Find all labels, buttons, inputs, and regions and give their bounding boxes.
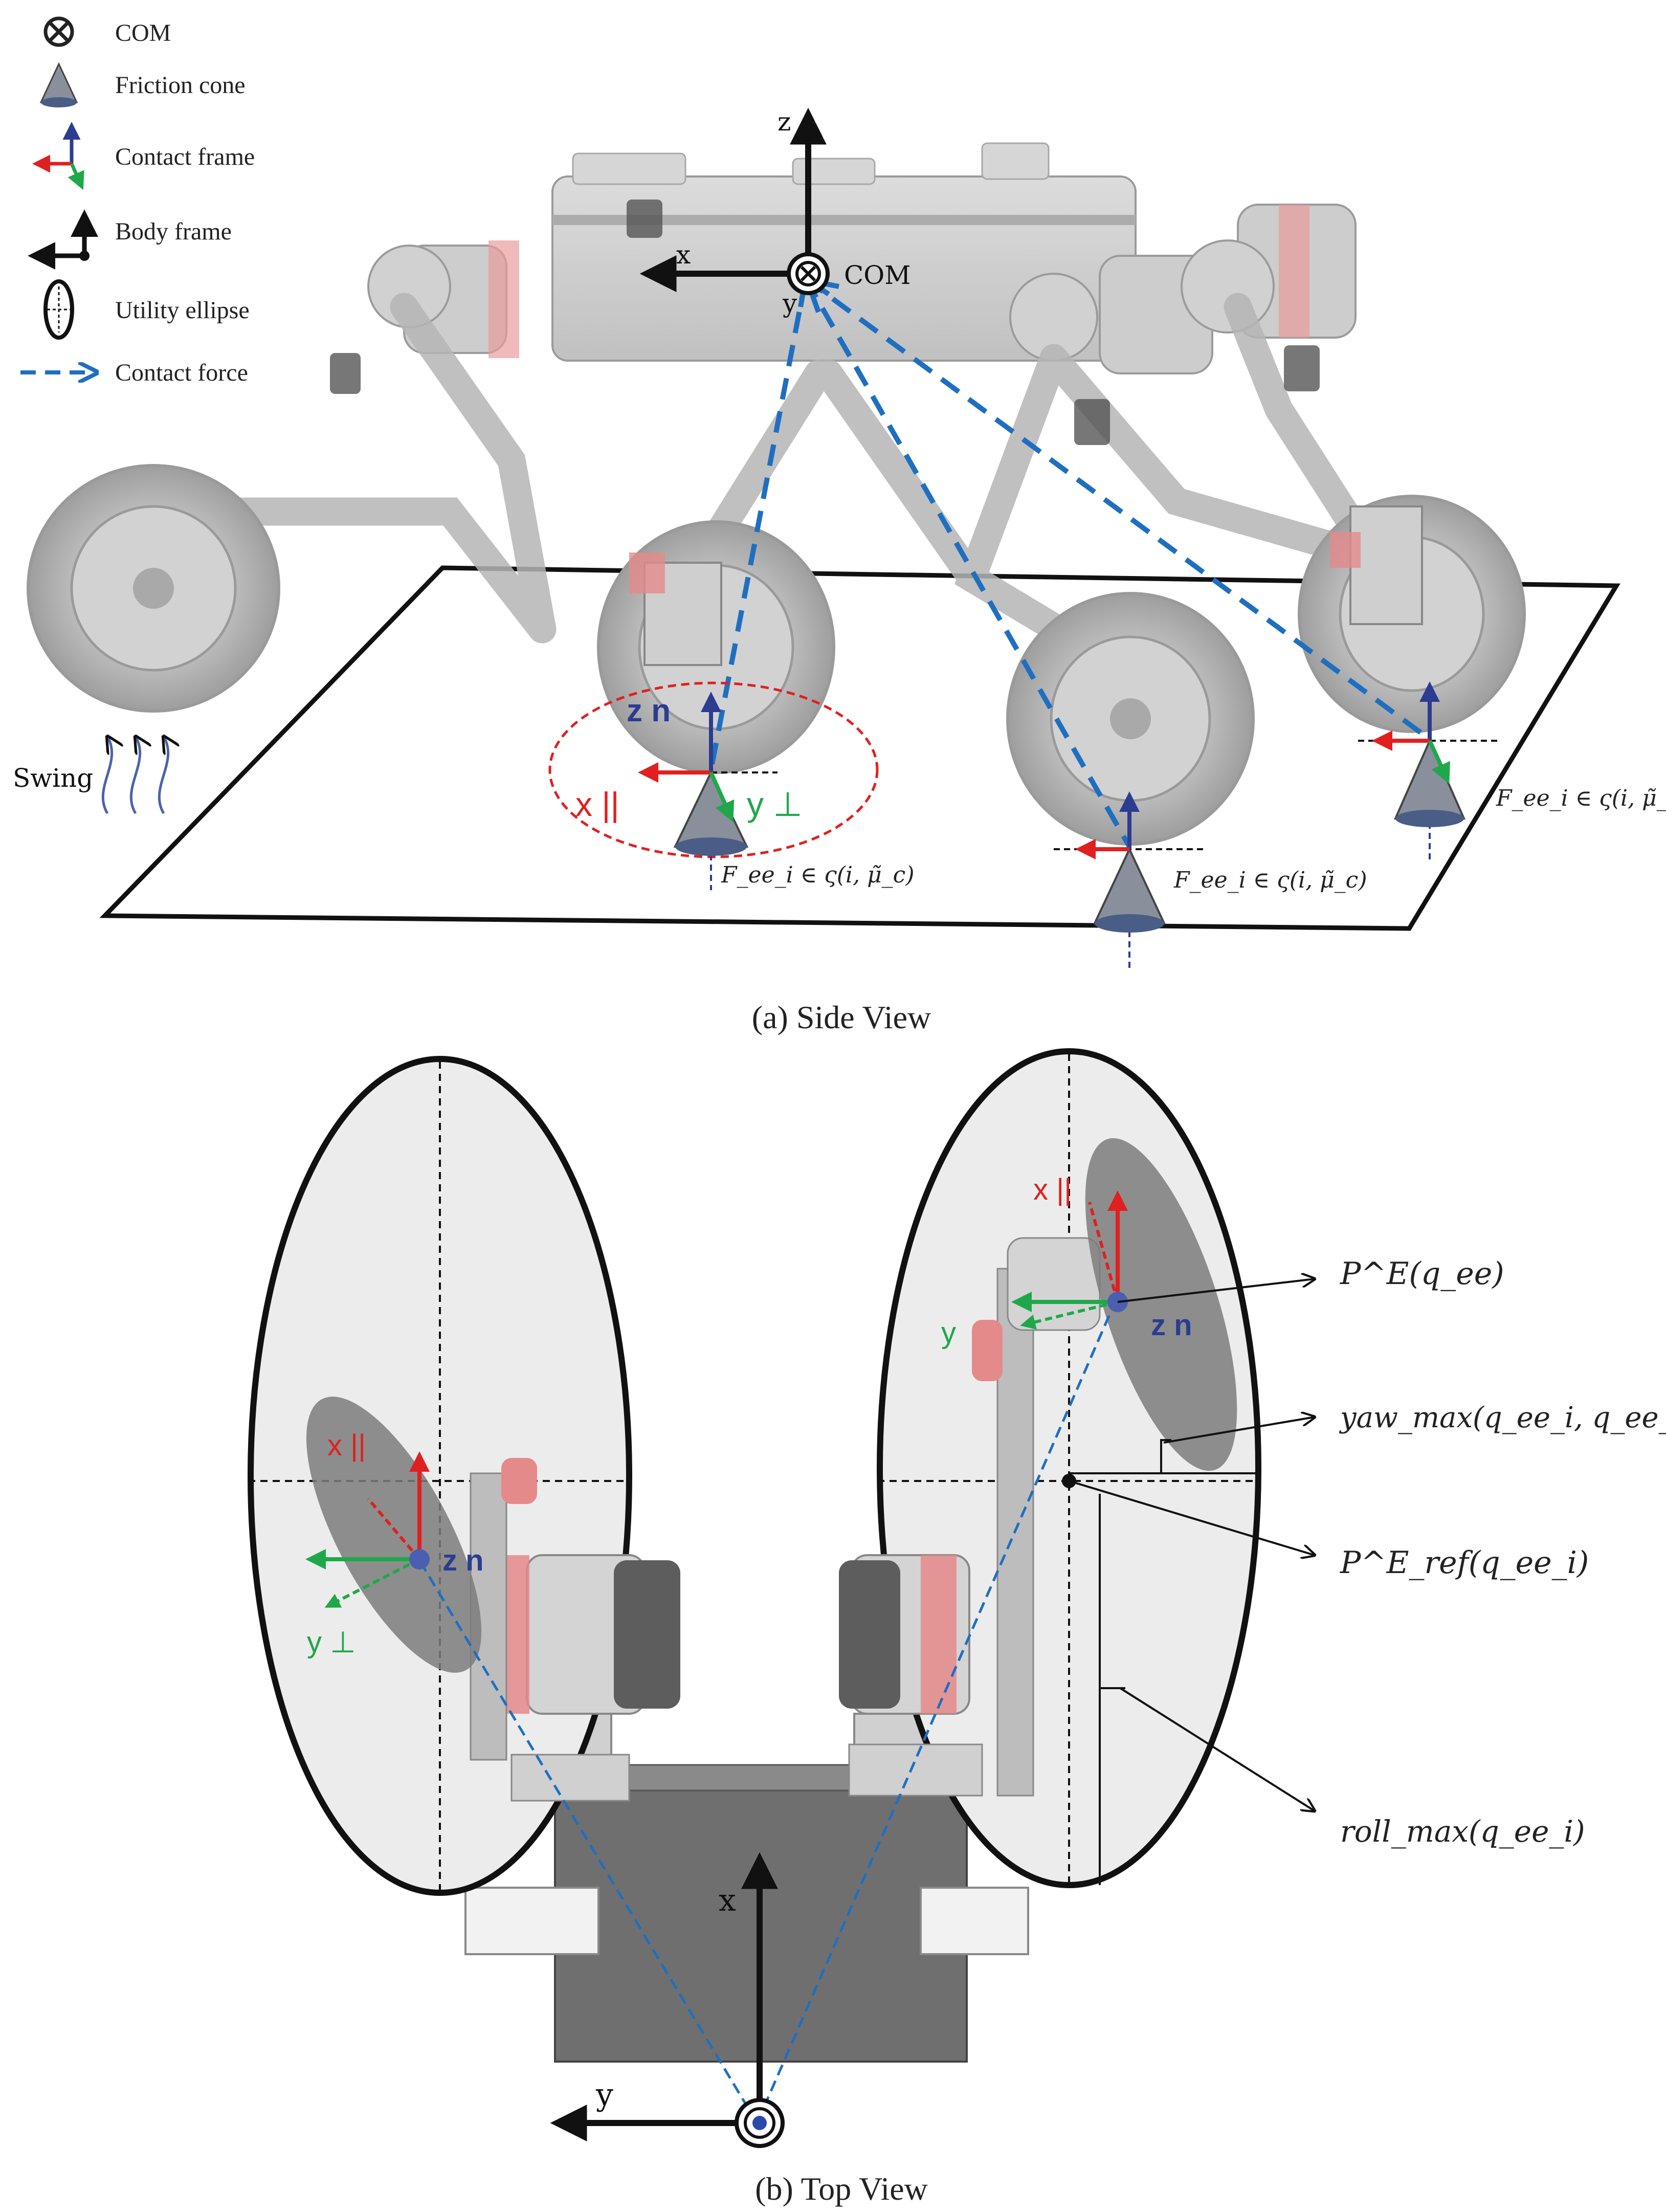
right-z-label: z n (1151, 1309, 1192, 1342)
contact-force-rear (804, 276, 1431, 742)
rear-force-label: F_ee_i ∈ ς(i, μ̃_c) (1496, 785, 1666, 811)
legend-friction-cone-label: Friction cone (115, 72, 246, 99)
highlight-ellipse (548, 681, 879, 858)
middle-contact: F_ee_i ∈ ς(i, μ̃_c) (1054, 791, 1367, 972)
front-contact: z n x || y ⊥ F_ee_i ∈ ς(i, μ̃_c) (548, 681, 914, 890)
swing-label: Swing (13, 763, 93, 793)
com-icon (43, 16, 74, 47)
side-view: z x y COM Swing z n x || y ⊥ (13, 107, 1666, 1035)
utility-ellipse-icon (43, 279, 74, 340)
middle-force-label: F_ee_i ∈ ς(i, μ̃_c) (1173, 867, 1367, 893)
top-contact-forces (418, 1301, 1117, 2124)
side-axis-z-label: z (778, 107, 791, 137)
legend-contact-frame-label: Contact frame (115, 143, 255, 170)
rear-wheel (1298, 495, 1526, 733)
top-annotations (1062, 1279, 1315, 1885)
ground-plane (99, 565, 1620, 931)
side-com-label: COM (844, 260, 910, 290)
top-view-caption: (b) Top View (755, 2171, 928, 2207)
front-z-label: z n (627, 693, 671, 728)
legend-utility-ellipse-label: Utility ellipse (115, 297, 250, 324)
right-contact-frame: x || y z n (941, 1173, 1192, 1350)
top-axis-y-label: y (595, 2077, 613, 2113)
contact-forces (708, 276, 1431, 848)
left-contact-frame: x || y ⊥ z n (305, 1429, 484, 1659)
left-leg-top (306, 1397, 680, 1802)
top-view: x || y ⊥ z n x || y z n P^E(q_e (248, 1048, 1666, 2207)
leg-springs (330, 200, 1320, 445)
rear-contact: F_ee_i ∈ ς(i, μ̃_c) (1358, 681, 1666, 859)
contact-force-middle (803, 277, 1132, 848)
side-axis-x-label: x (676, 240, 691, 270)
legend: COM Friction cone Contact frame Body fra… (20, 16, 255, 386)
friction-cone-icon (39, 62, 78, 107)
friction-cone-rear (1393, 738, 1466, 827)
friction-cone-middle (1093, 847, 1166, 933)
body-frame-top: x y (550, 1852, 785, 2148)
left-z-label: z n (442, 1544, 484, 1577)
pref-annotation: P^E_ref(q_ee_i) (1340, 1545, 1589, 1581)
body-frame-icon (28, 209, 98, 270)
right-y-label: y (941, 1316, 956, 1350)
side-axis-y-label: y (782, 289, 797, 318)
yaw-annotation: yaw_max(q_ee_i, q_ee_i±1) (1339, 1401, 1666, 1434)
roll-annotation: roll_max(q_ee_i) (1340, 1814, 1585, 1849)
front-x-label: x || (575, 785, 619, 823)
front-wheel (597, 520, 835, 774)
legend-contact-force-label: Contact force (115, 359, 248, 386)
left-y-label: y ⊥ (307, 1626, 356, 1659)
front-force-label: F_ee_i ∈ ς(i, μ̃_c) (721, 862, 914, 888)
side-view-caption: (a) Side View (752, 999, 931, 1035)
contact-force-front (708, 278, 808, 770)
body-frame-side: z x y COM (639, 107, 910, 318)
swing-indicator (101, 737, 168, 814)
robot-body (367, 142, 1357, 374)
legend-com-label: COM (115, 19, 171, 47)
contact-frame-icon (32, 122, 84, 190)
top-axis-x-label: x (719, 1883, 736, 1918)
pe-annotation: P^E(q_ee) (1340, 1256, 1504, 1292)
left-x-label: x || (327, 1429, 366, 1462)
legend-body-frame-label: Body frame (115, 218, 232, 245)
front-y-label: y ⊥ (747, 785, 803, 823)
right-x-label: x || (1033, 1173, 1072, 1206)
friction-cone-front (673, 770, 749, 856)
com-marker (787, 252, 830, 295)
swing-wheel (27, 464, 280, 713)
middle-wheel (1006, 592, 1255, 846)
